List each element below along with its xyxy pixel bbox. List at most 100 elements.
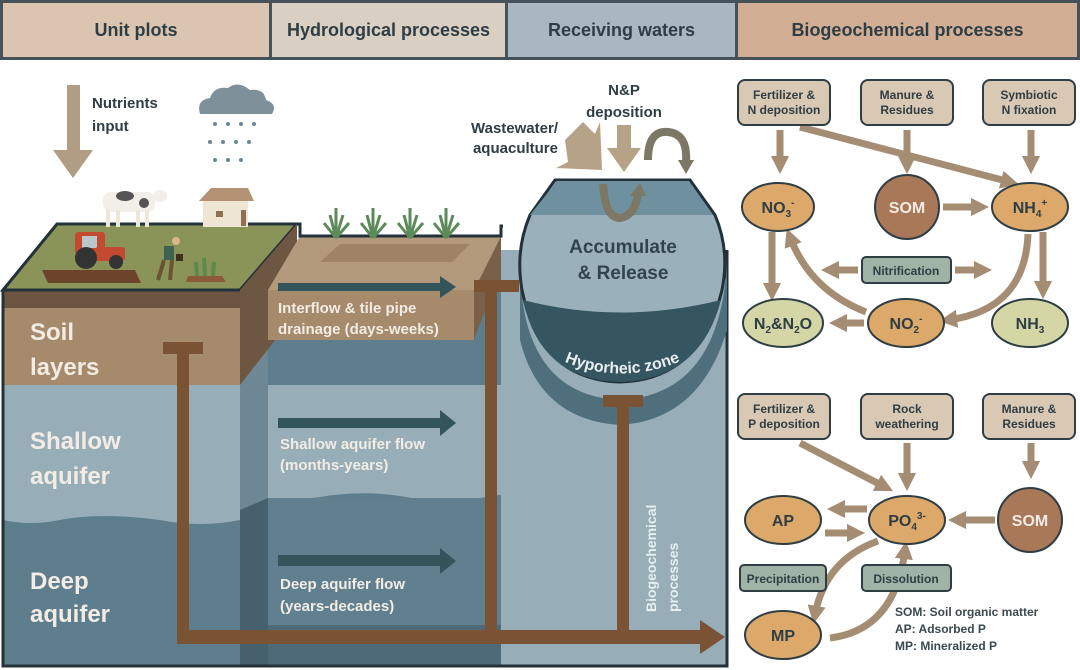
volatilization-arrowhead — [678, 160, 694, 174]
node-som-n: SOM — [874, 174, 940, 240]
exchange-arrowhead — [630, 183, 646, 196]
wastewater-label-2: aquaculture — [473, 140, 558, 157]
node-no3: NO3- — [741, 182, 815, 232]
nitrogen-cycle: Fertilizer & N deposition Manure & Resid… — [737, 79, 1076, 348]
process-nitrification: Nitrification — [861, 256, 952, 284]
house-icon — [199, 188, 254, 227]
deposition-arrow — [607, 125, 641, 172]
node-no2: NO2- — [867, 298, 945, 348]
header-bar: Unit plots Hydrological processes Receiv… — [0, 0, 1080, 60]
svg-text:NH4+: NH4+ — [1013, 198, 1048, 220]
p-source-fertilizer: Fertilizer & P deposition — [737, 393, 831, 440]
nutrients-input-label-1: Nutrients — [92, 95, 158, 112]
p-source-fertilizer-line-2: P deposition — [748, 417, 820, 431]
deep-flow-label-2: (years-decades) — [280, 598, 394, 615]
n-source-fertilizer: Fertilizer & N deposition — [737, 79, 831, 126]
arrow-nh4-no2 — [938, 233, 1032, 328]
deposition-label-2: deposition — [586, 104, 662, 121]
interflow-arrow — [278, 276, 456, 298]
crop-bed — [320, 244, 470, 262]
deep-aquifer-label-2: aquifer — [30, 601, 110, 628]
svg-text:NH3: NH3 — [1016, 316, 1045, 336]
tractor-icon — [42, 232, 141, 283]
soil-layer-top-edge — [3, 290, 240, 308]
deep-flow-label-1: Deep aquifer flow — [280, 576, 405, 593]
svg-text:Dissolution: Dissolution — [873, 572, 938, 586]
soil-layers-label-2: layers — [30, 354, 99, 381]
deep-flow-arrow — [278, 548, 456, 574]
p-source-rock-line-2: weathering — [874, 417, 938, 431]
p-source-manure-line-2: Residues — [1002, 417, 1056, 431]
n-source-symbiotic-line-1: Symbiotic — [1000, 88, 1058, 102]
wastewater-arrow — [556, 122, 602, 170]
node-nh4: NH4+ — [991, 182, 1069, 232]
arrow-no2-no3 — [784, 228, 868, 316]
pipe-arrowhead — [700, 620, 725, 654]
svg-text:AP: AP — [772, 513, 795, 530]
process-precipitation: Precipitation — [739, 564, 827, 592]
p-source-manure: Manure & Residues — [982, 393, 1076, 440]
arrow-fert-po4 — [798, 439, 894, 492]
legend-som: SOM: Soil organic matter — [895, 605, 1039, 619]
header-unit-plots: Unit plots — [3, 3, 269, 57]
legend-ap: AP: Adsorbed P — [895, 622, 986, 636]
n-source-fertilizer-line-2: N deposition — [748, 103, 821, 117]
seedling-plot-icon — [186, 257, 226, 282]
node-nh3: NH3 — [991, 298, 1069, 348]
n-source-manure-line-1: Manure & — [880, 88, 935, 102]
phosphorus-cycle: Fertilizer & P deposition Rock weatherin… — [737, 393, 1076, 660]
hyporheic-zone-band — [520, 262, 727, 425]
shallow-flow-label-2: (months-years) — [280, 457, 388, 474]
n-source-manure-line-2: Residues — [880, 103, 934, 117]
n-source-symbiotic: Symbiotic N fixation — [982, 79, 1076, 126]
pipe-vertical-hyporheic — [617, 395, 629, 640]
shallow-flow-arrow — [278, 410, 456, 436]
block-outline — [1, 250, 729, 668]
wastewater-label-1: Wastewater/ — [471, 120, 559, 137]
node-n2-n2o: N2&N2O — [742, 298, 824, 348]
pipe-vertical-interflow — [485, 280, 497, 640]
biogeochemical-vertical-label-2: processes — [665, 543, 681, 612]
volatilization-arrow — [644, 127, 691, 163]
header-receiving-waters: Receiving waters — [508, 3, 735, 57]
p-source-fertilizer-line-1: Fertilizer & — [753, 402, 815, 416]
n-source-manure: Manure & Residues — [860, 79, 954, 126]
accumulate-label-1: Accumulate — [569, 237, 677, 258]
river-bed — [523, 300, 721, 382]
p-source-rock: Rock weathering — [860, 393, 954, 440]
outline-top — [297, 222, 503, 238]
node-ap: AP — [744, 495, 822, 545]
legend-mp: MP: Mineralized P — [895, 639, 997, 653]
shallow-aquifer-label-1: Shallow — [30, 428, 121, 455]
shallow-aquifer-label-2: aquifer — [30, 463, 110, 490]
deep-aquifer-label-1: Deep — [30, 568, 89, 595]
pipe-network — [163, 280, 725, 654]
p-source-rock-line-1: Rock — [892, 402, 922, 416]
farmer-icon — [156, 237, 183, 281]
process-dissolution: Dissolution — [861, 564, 952, 592]
deep-aquifer-side — [240, 498, 268, 666]
landscape-block: Soil layers Shallow aquifer Deep aquifer… — [0, 82, 729, 668]
river-surface — [530, 181, 713, 215]
svg-text:Precipitation: Precipitation — [747, 572, 820, 586]
shallow-flow-label-1: Shallow aquifer flow — [280, 436, 425, 453]
svg-text:SOM: SOM — [1012, 513, 1048, 530]
cow-icon — [103, 190, 167, 227]
svg-text:SOM: SOM — [889, 200, 925, 217]
flow-arrows — [278, 276, 456, 574]
interflow-label-2: drainage (days-weeks) — [278, 321, 439, 338]
header-biogeochemical-processes: Biogeochemical processes — [738, 3, 1077, 57]
nutrients-input-label-2: input — [92, 118, 129, 135]
accumulate-label-2: & Release — [578, 263, 669, 284]
p-source-manure-line-1: Manure & — [1002, 402, 1057, 416]
arrow-po4-mp-precipitation — [807, 537, 880, 624]
svg-text:PO43-: PO43- — [888, 511, 926, 533]
interflow-soil — [268, 290, 474, 340]
interflow-label-1: Interflow & tile pipe — [278, 300, 416, 317]
svg-text:NO2-: NO2- — [890, 314, 923, 336]
svg-text:N2&N2O: N2&N2O — [754, 316, 812, 336]
n-source-symbiotic-line-2: N fixation — [1002, 103, 1057, 117]
node-mp: MP — [744, 610, 822, 660]
node-som-p: SOM — [997, 487, 1063, 553]
